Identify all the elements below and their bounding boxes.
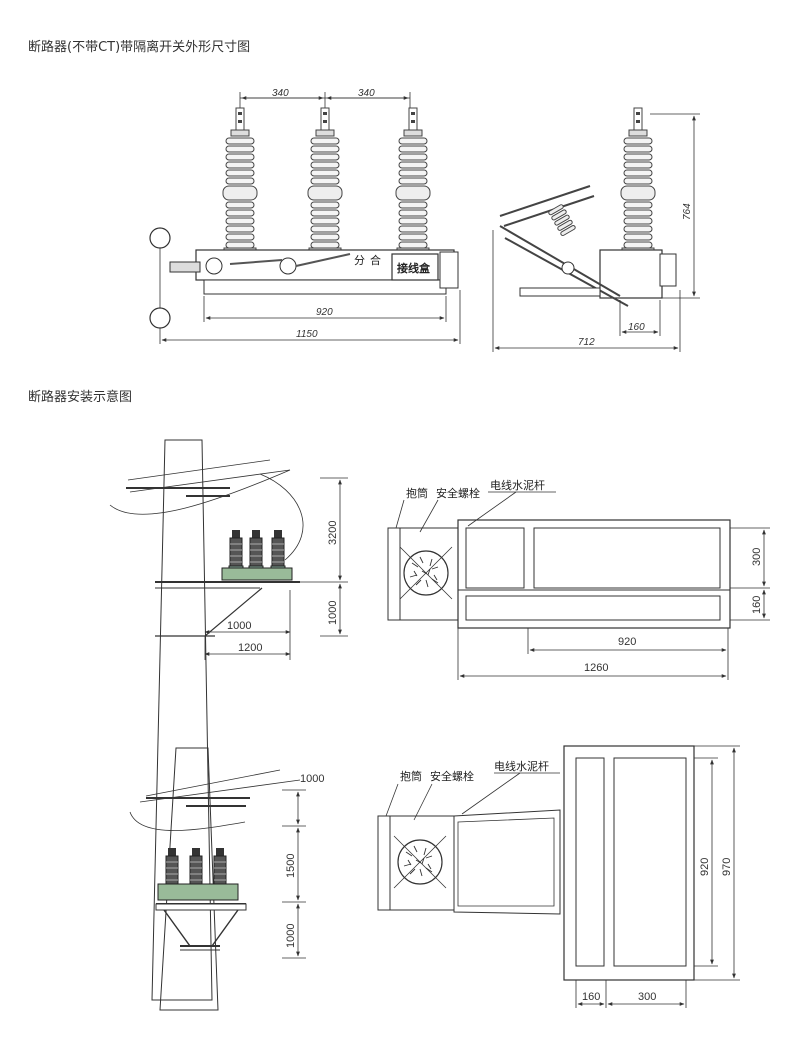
plan1-pole-label: 电线水泥杆: [490, 478, 545, 492]
plan1-dim-160: 160: [751, 596, 763, 614]
side-dim-height: 764: [682, 203, 693, 220]
plan2-pole-label: 电线水泥杆: [494, 759, 549, 773]
front-dim-spacing-1: 340: [272, 88, 289, 99]
plan2-dim-920: 920: [699, 858, 711, 876]
install1-dim-arm-short: 1000: [227, 620, 251, 632]
operating-ring-bottom: [149, 307, 171, 329]
pole-bushing-b: [308, 108, 342, 256]
plan1-dim-920: 920: [618, 636, 636, 648]
dimension-drawing-title: 断路器(不带CT)带隔离开关外形尺寸图: [28, 40, 251, 55]
plan-view-2: 抱筒 安全螺栓 电线水泥杆 920 970 160 300: [377, 745, 740, 1008]
pole-bushing-a: [223, 108, 257, 256]
front-view-drawing: 340 340 接线盒 分 合 920 1150: [149, 88, 461, 344]
installation-view-1: 3200 1000 1000 1200: [109, 439, 348, 1001]
front-dim-outer: 1150: [296, 329, 318, 340]
junction-box: [391, 253, 439, 281]
plan1-bolt-label: 安全螺栓: [436, 486, 480, 500]
close-label: 合: [370, 253, 381, 267]
install1-dim-arm-long: 1200: [238, 642, 262, 654]
side-dim-depth: 712: [578, 337, 595, 348]
install2-dim-bottom: 1000: [285, 924, 297, 948]
installation-view-2: 1000 1500 1000: [129, 747, 324, 1011]
plan1-dim-300: 300: [751, 548, 763, 566]
install2-dim-mid: 1500: [285, 854, 297, 878]
plan1-dim-1260: 1260: [584, 662, 608, 674]
plan2-dim-970: 970: [721, 858, 733, 876]
plan2-dim-300: 300: [638, 991, 656, 1003]
install2-dim-top: 1000: [300, 773, 324, 785]
side-dim-depth-small: 160: [628, 322, 645, 333]
side-view-drawing: 764 160 712: [492, 108, 700, 352]
plan2-dim-160: 160: [582, 991, 600, 1003]
install1-dim-lower: 1000: [327, 601, 339, 625]
junction-box-label: 接线盒: [397, 261, 431, 275]
front-dim-spacing-2: 340: [358, 88, 375, 99]
operating-ring-top: [149, 227, 171, 249]
installation-drawing-title: 断路器安装示意图: [28, 390, 133, 405]
plan1-hoop-label: 抱筒: [406, 486, 428, 500]
plan2-bolt-label: 安全螺栓: [430, 769, 474, 783]
front-dim-inner: 920: [316, 307, 333, 318]
open-label: 分: [354, 254, 365, 267]
pole-bushing-c: [396, 108, 430, 256]
plan2-hoop-label: 抱筒: [400, 769, 422, 783]
install1-dim-upper: 3200: [327, 521, 339, 545]
plan-view-1: 抱筒 安全螺栓 电线水泥杆 300 160 920 1260: [387, 478, 770, 680]
